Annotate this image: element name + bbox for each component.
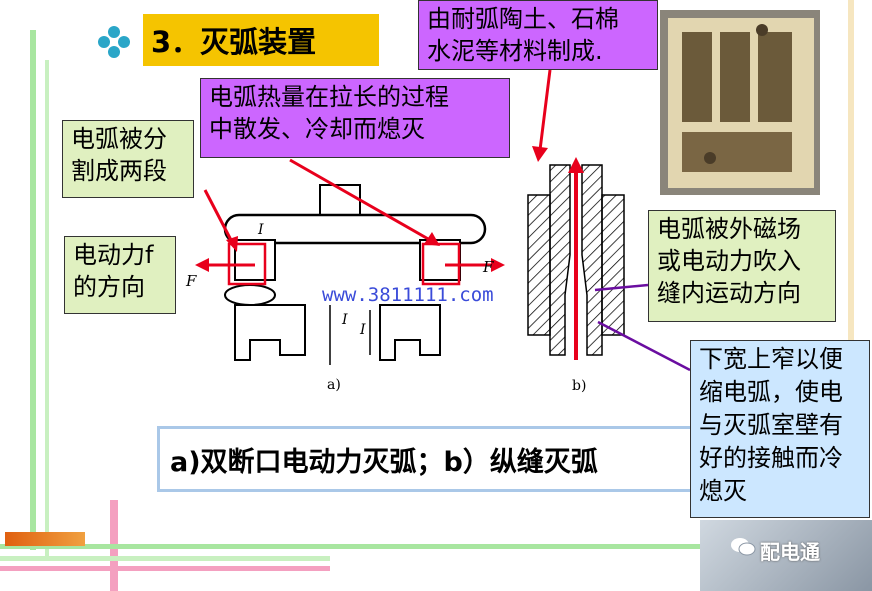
decor-stripe-green-h1: [0, 544, 760, 549]
title-bullet-icon: [96, 24, 132, 60]
figure-caption: a)双断口电动力灭弧；b）纵缝灭弧: [157, 426, 712, 492]
note-arc-split: 电弧被分 割成两段: [62, 120, 194, 198]
arc-chute-photo: [660, 10, 820, 195]
diagram-a-current-label-up: I: [360, 322, 366, 338]
decor-stripe-pink-h: [0, 566, 330, 571]
brand-name: 配电通: [760, 540, 820, 564]
note-magnetic-blow: 电弧被外磁场 或电动力吹入 缝内运动方向: [648, 210, 836, 322]
note-force-direction: 电动力f 的方向: [64, 236, 176, 314]
note-narrow-slot: 下宽上窄以便 缩电弧，使电 与灭弧室壁有 好的接触而冷 熄灭: [690, 340, 870, 518]
decor-stripe-green-v1: [30, 30, 36, 550]
diagram-a-current-label-down: I: [342, 312, 348, 328]
decor-orange-bar: [5, 532, 85, 546]
wechat-icon: [730, 536, 756, 558]
diagram-a-label: a): [327, 377, 341, 393]
watermark-url: www.3811111.com: [322, 284, 494, 306]
decor-stripe-green-v2: [45, 60, 49, 560]
note-material: 由耐弧陶土、石棉 水泥等材料制成.: [418, 0, 658, 70]
diagram-b-label: b): [572, 378, 587, 394]
diagram-a-force-label-left: F: [186, 272, 197, 290]
note-arc-heat: 电弧热量在拉长的过程 中散发、冷却而熄灭: [200, 78, 510, 158]
decor-stripe-green-h2: [0, 556, 330, 561]
brand-background: [700, 520, 872, 591]
diagram-a-force-label-right: F: [483, 258, 494, 276]
diagram-b-longitudinal-slot: [520, 155, 640, 370]
diagram-a-current-label-top: I: [258, 222, 264, 238]
decor-stripe-right: [848, 0, 854, 420]
page-title: 3．灭弧装置: [143, 14, 379, 66]
